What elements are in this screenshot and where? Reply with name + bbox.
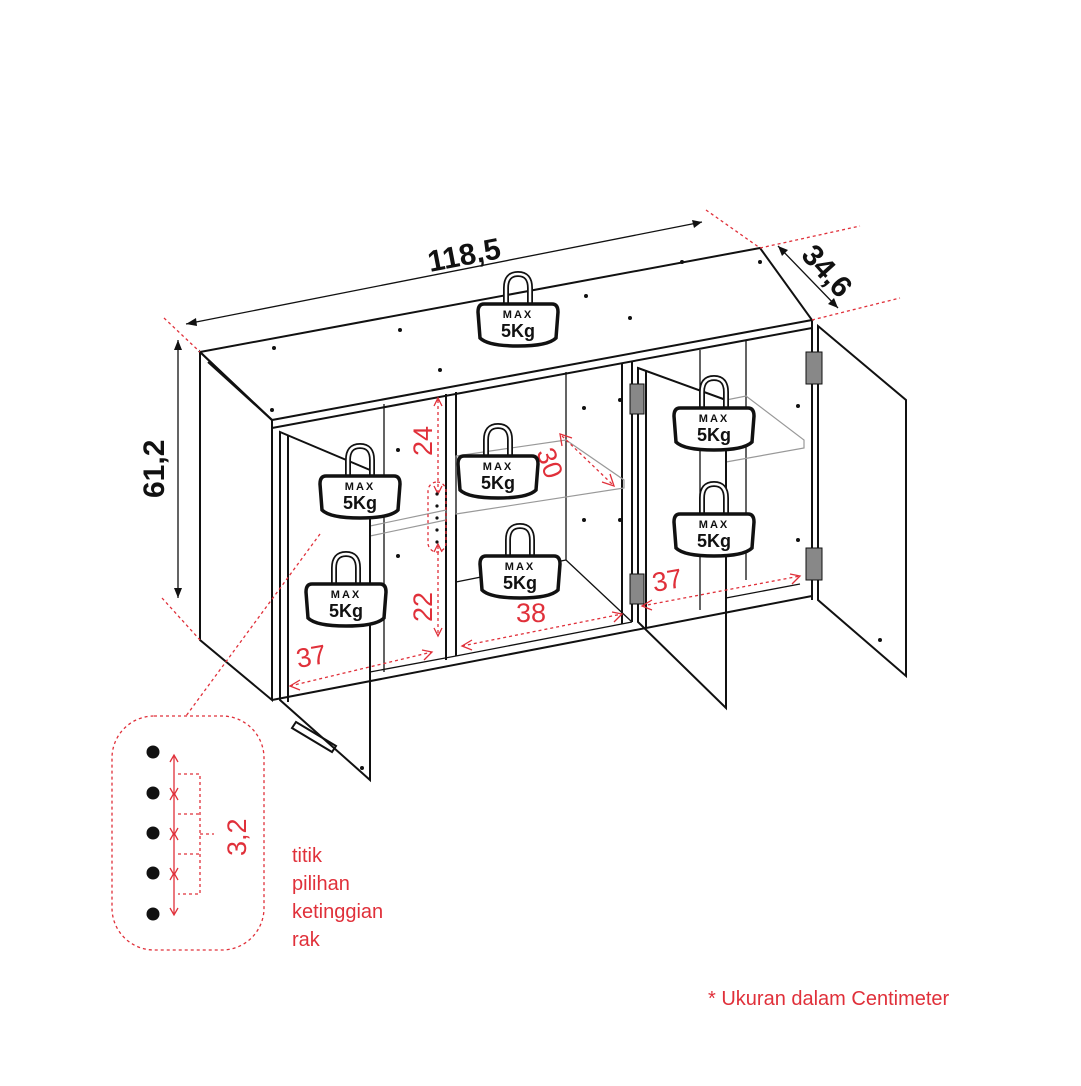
dimension-lower-gap: 22 (408, 542, 443, 638)
dimension-left-door: 37 (288, 639, 434, 691)
weight-badge-left-lower: MAX 5Kg (306, 554, 386, 626)
left-door-label: 37 (294, 639, 329, 674)
upper-gap-label: 24 (408, 426, 438, 456)
dimension-depth: 34,6 (759, 225, 901, 321)
weight-badge-left-upper: MAX 5Kg (320, 446, 400, 518)
callout-line-3: ketinggian (292, 901, 383, 923)
center-width-label: 38 (516, 598, 546, 628)
weight-badge-center-upper: MAX 5Kg (458, 426, 538, 498)
dimension-width: 118,5 (163, 209, 761, 353)
center-right-door (637, 366, 727, 711)
hole-pitch-label: 3,2 (222, 818, 252, 856)
svg-text:5Kg: 5Kg (501, 321, 535, 341)
svg-text:5Kg: 5Kg (697, 531, 731, 551)
dimension-right-door: 37 (640, 563, 802, 611)
callout-line-2: pilihan (292, 873, 350, 895)
right-door-label: 37 (650, 563, 685, 598)
svg-text:MAX: MAX (503, 309, 533, 321)
callout-text: titik pilihan ketinggian rak (292, 845, 383, 951)
footnote: * Ukuran dalam Centimeter (708, 988, 950, 1010)
dimension-shelf-depth: 30 (530, 433, 616, 488)
depth-label: 34,6 (795, 239, 859, 304)
height-label: 61,2 (138, 440, 171, 498)
callout-line-4: rak (292, 929, 321, 951)
weight-badge-center-lower: MAX 5Kg (480, 526, 560, 598)
svg-text:MAX: MAX (699, 413, 729, 425)
svg-text:5Kg: 5Kg (481, 473, 515, 493)
hole-pitch-arrows (169, 753, 214, 917)
dimension-upper-gap: 24 (408, 396, 443, 496)
svg-text:5Kg: 5Kg (697, 425, 731, 445)
right-door (811, 323, 907, 679)
weight-badge-right-lower: MAX 5Kg (674, 484, 754, 556)
dimension-center-width: 38 (460, 598, 624, 651)
width-label: 118,5 (425, 232, 503, 278)
svg-text:5Kg: 5Kg (329, 601, 363, 621)
lower-gap-label: 22 (408, 592, 438, 622)
door-handle (290, 720, 338, 754)
svg-text:MAX: MAX (331, 589, 361, 601)
weight-badge-top: MAX 5Kg (478, 274, 558, 346)
svg-text:5Kg: 5Kg (503, 573, 537, 593)
svg-text:MAX: MAX (483, 461, 513, 473)
weight-badge-right-upper: MAX 5Kg (674, 378, 754, 450)
callout-detail: 3,2 (111, 533, 321, 951)
svg-text:MAX: MAX (699, 519, 729, 531)
svg-text:MAX: MAX (505, 561, 535, 573)
hinges (629, 351, 823, 605)
dimension-height: 61,2 (138, 340, 201, 641)
callout-line-1: titik (292, 845, 323, 867)
pin-hole-highlight (427, 481, 447, 553)
svg-text:5Kg: 5Kg (343, 493, 377, 513)
svg-text:MAX: MAX (345, 481, 375, 493)
